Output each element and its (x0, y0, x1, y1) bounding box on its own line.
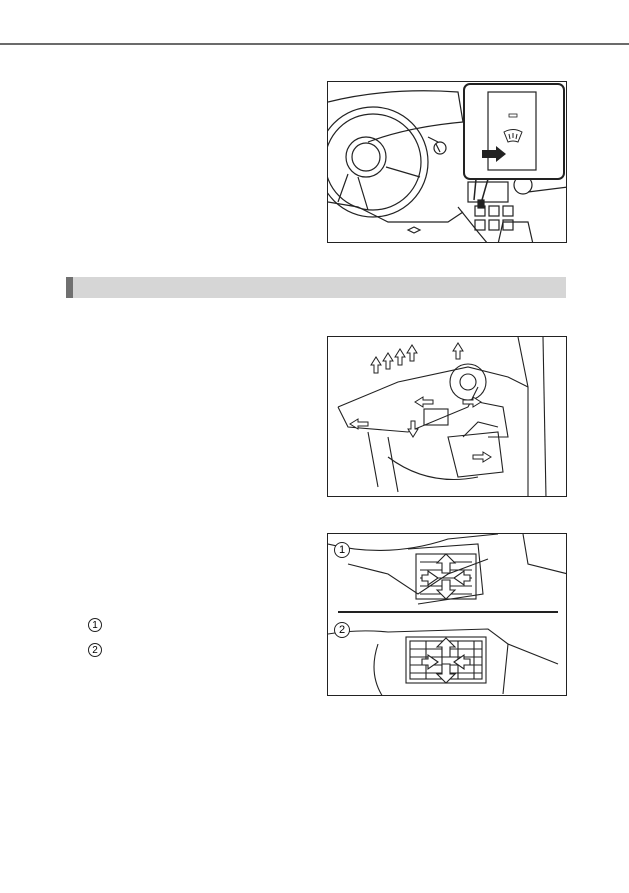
dashboard-illustration (328, 83, 566, 242)
vents-illustration (328, 534, 566, 695)
vent-label-1: 1 (334, 542, 350, 558)
legend-item-1: 1 (88, 617, 110, 633)
vent-label-2: 2 (334, 622, 350, 638)
legend-number-1: 1 (88, 618, 102, 632)
airflow-illustration (337, 337, 547, 496)
legend-number-2: 2 (88, 643, 102, 657)
windshield-defogger-icon (503, 129, 523, 143)
section-heading-bar (66, 277, 566, 298)
figure-defogger-switch (327, 81, 567, 243)
legend-item-2: 2 (88, 642, 110, 658)
airflow-arrows (349, 342, 492, 463)
section-heading-accent (66, 277, 73, 298)
header-rule (0, 43, 629, 45)
figure-cabin-airflow (327, 336, 567, 497)
figure-vent-directions: 1 2 (327, 533, 567, 696)
